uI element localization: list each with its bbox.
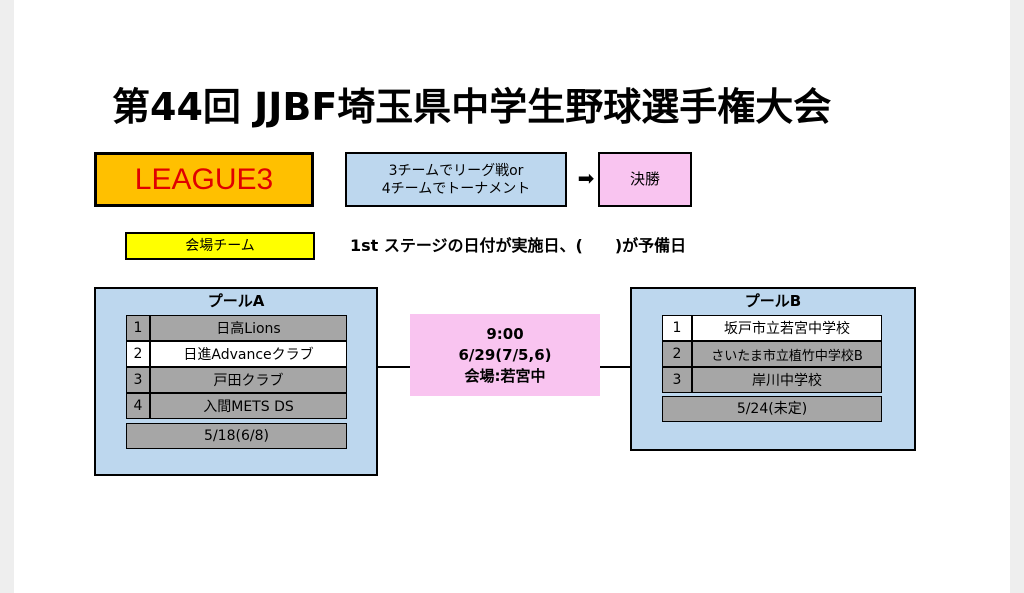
table-row: 1 日高Lions: [126, 315, 347, 341]
match-time: 9:00: [486, 324, 524, 343]
table-row: 2 さいたま市立植竹中学校B: [662, 341, 882, 367]
team-name: 入間METS DS: [150, 393, 347, 419]
connector-line-right: [600, 366, 630, 368]
format-line-1: 3チームでリーグ戦or: [388, 162, 524, 179]
connector-line-left: [378, 366, 410, 368]
team-name: 日進Advanceクラブ: [150, 341, 347, 367]
pool-b-title: プールB: [744, 292, 802, 310]
team-name: 坂戸市立若宮中学校: [692, 315, 882, 341]
format-line-2: 4チームでトーナメント: [381, 180, 531, 197]
team-number: 2: [662, 341, 692, 367]
team-number: 2: [126, 341, 150, 367]
match-venue: 会場:若宮中: [464, 366, 546, 385]
table-row: 2 日進Advanceクラブ: [126, 341, 347, 367]
table-row: 1 坂戸市立若宮中学校: [662, 315, 882, 341]
team-number: 3: [662, 367, 692, 393]
team-number: 4: [126, 393, 150, 419]
venue-team-legend: 会場チーム: [125, 232, 315, 260]
match-date: 6/29(7/5,6): [458, 345, 552, 364]
stage-note: 1st ステージの日付が実施日、( )が予備日: [350, 236, 687, 255]
league-label: LEAGUE3: [94, 152, 314, 207]
pool-a-title: プールA: [207, 292, 265, 310]
pool-b: プールB 1 坂戸市立若宮中学校 2 さいたま市立植竹中学校B 3 岸川中学校 …: [630, 287, 916, 451]
team-number: 1: [662, 315, 692, 341]
table-row: 3 戸田クラブ: [126, 367, 347, 393]
team-number: 3: [126, 367, 150, 393]
team-name: 日高Lions: [150, 315, 347, 341]
document-page: 第44回 JJBF埼玉県中学生野球選手権大会 LEAGUE3 3チームでリーグ戦…: [14, 0, 1010, 593]
pool-a-date: 5/18(6/8): [126, 423, 347, 449]
page-title: 第44回 JJBF埼玉県中学生野球選手権大会: [112, 85, 832, 129]
team-name: 戸田クラブ: [150, 367, 347, 393]
table-row: 4 入間METS DS: [126, 393, 347, 419]
team-name: 岸川中学校: [692, 367, 882, 393]
match-box: 9:00 6/29(7/5,6) 会場:若宮中: [410, 314, 600, 396]
team-number: 1: [126, 315, 150, 341]
table-row: 3 岸川中学校: [662, 367, 882, 393]
format-box: 3チームでリーグ戦or 4チームでトーナメント: [345, 152, 567, 207]
pool-a: プールA 1 日高Lions 2 日進Advanceクラブ 3 戸田クラブ 4 …: [94, 287, 378, 476]
team-name: さいたま市立植竹中学校B: [692, 341, 882, 367]
pool-b-date: 5/24(未定): [662, 396, 882, 422]
right-arrow-icon: ➡: [577, 166, 595, 190]
final-box: 決勝: [598, 152, 692, 207]
